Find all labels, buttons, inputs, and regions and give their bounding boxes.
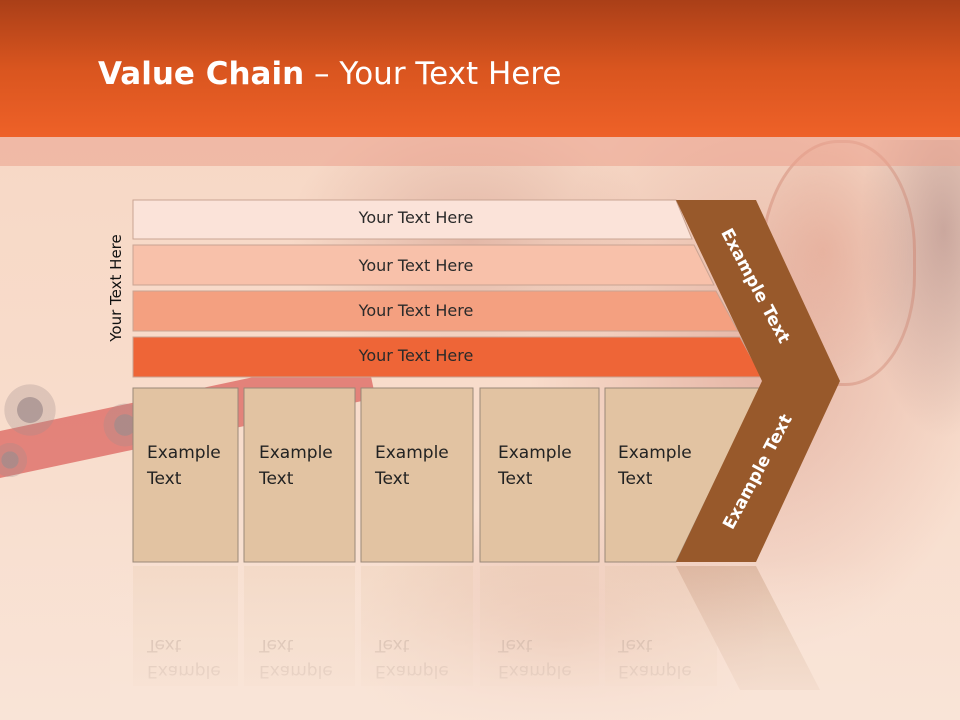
box-label-5-line2: Text (618, 469, 653, 489)
activity-box-3[interactable] (360, 387, 474, 563)
row-label-1: Your Text Here (358, 208, 474, 227)
box-label-2-line1: Example (259, 443, 333, 463)
row-shape-2[interactable] (132, 244, 715, 286)
box-label-4-line1: Example (498, 443, 572, 463)
box-label-2-line2: Text (259, 469, 294, 489)
box-label-1-line1: Example (147, 443, 221, 463)
box-label-5-line1: Example (618, 443, 692, 463)
box-label-4-line2: Text (498, 469, 533, 489)
box-label-4: Example Text (498, 440, 572, 492)
title-bold: Value Chain (98, 56, 305, 92)
margin-chevron[interactable] (676, 200, 840, 562)
box-label-3-line2: Text (375, 469, 410, 489)
background-virus-1 (0, 380, 60, 440)
title-rest: – Your Text Here (304, 56, 562, 92)
activity-box-4[interactable] (479, 387, 600, 563)
page-title: Value Chain – Your Text Here (98, 54, 561, 94)
reflection-fade (110, 560, 870, 720)
row-shape-3[interactable] (132, 290, 739, 332)
header-band (0, 0, 960, 137)
header-subband (0, 137, 960, 166)
box-label-1-line2: Text (147, 469, 182, 489)
box-label-5: Example Text (618, 440, 692, 492)
box-label-1: Example Text (147, 440, 221, 492)
box-label-3-line1: Example (375, 443, 449, 463)
row-label-2: Your Text Here (358, 256, 474, 275)
row-shape-1[interactable] (132, 199, 693, 240)
box-label-2: Example Text (259, 440, 333, 492)
activity-box-1[interactable] (132, 387, 239, 563)
box-label-3: Example Text (375, 440, 449, 492)
row-label-3: Your Text Here (358, 301, 474, 320)
row-label-4: Your Text Here (358, 346, 474, 365)
